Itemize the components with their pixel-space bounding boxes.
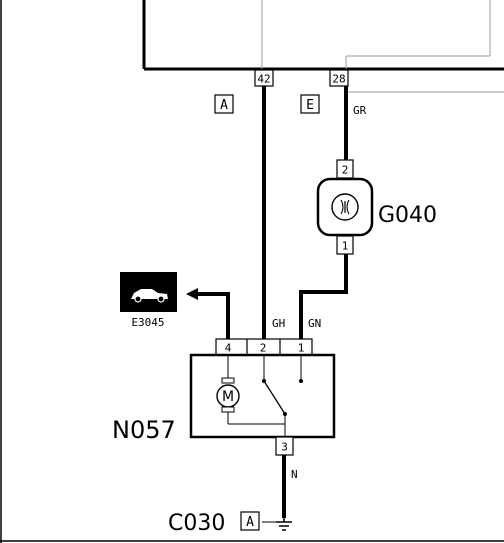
switch-pin-headers: 4 2 1 <box>215 338 313 356</box>
wire-gn <box>299 254 348 339</box>
ground-a-label: A <box>246 515 254 530</box>
wire-pin4 <box>198 292 230 339</box>
connector-e-box: E <box>300 94 320 114</box>
wire-n-label: N <box>291 468 298 481</box>
switch-pin-1-label: 1 <box>298 342 305 355</box>
g040-component: 2 1 G040 <box>316 159 437 255</box>
c030-ground-point: C030 A <box>168 511 276 536</box>
g040-pin-1-label: 1 <box>342 240 349 253</box>
e3045-label: E3045 <box>131 316 164 329</box>
ground-icon <box>276 518 292 531</box>
motor-label: M <box>222 389 234 405</box>
motor-icon: M <box>216 377 240 413</box>
wire-gn-label: GN <box>308 317 321 330</box>
wire-gr-label: GR <box>353 104 367 117</box>
wire-gh-label: GH <box>272 317 285 330</box>
connector-a-box: A <box>214 94 234 114</box>
switch-pin-2-label: 2 <box>260 342 267 355</box>
ecu-pin-28-label: 28 <box>332 73 345 86</box>
car-trunk-icon: E3045 <box>120 272 177 329</box>
connector-a-label: A <box>220 98 228 113</box>
c030-label: C030 <box>168 511 225 536</box>
connector-e-label: E <box>306 98 314 113</box>
arrow-left-icon <box>186 288 198 300</box>
ecu-block <box>142 0 504 93</box>
n057-component: M N057 <box>112 353 336 444</box>
ecu-pin-42: 42 <box>254 69 274 87</box>
g040-pin-2-label: 2 <box>342 164 349 177</box>
n057-label: N057 <box>112 416 176 444</box>
ecu-pin-42-label: 42 <box>257 73 270 86</box>
switch-pin-3: 3 <box>275 436 294 456</box>
switch-pin-4-label: 4 <box>225 342 232 355</box>
g040-label: G040 <box>378 203 437 228</box>
switch-pin-3-label: 3 <box>281 441 288 454</box>
ecu-pin-28: 28 <box>329 69 349 87</box>
